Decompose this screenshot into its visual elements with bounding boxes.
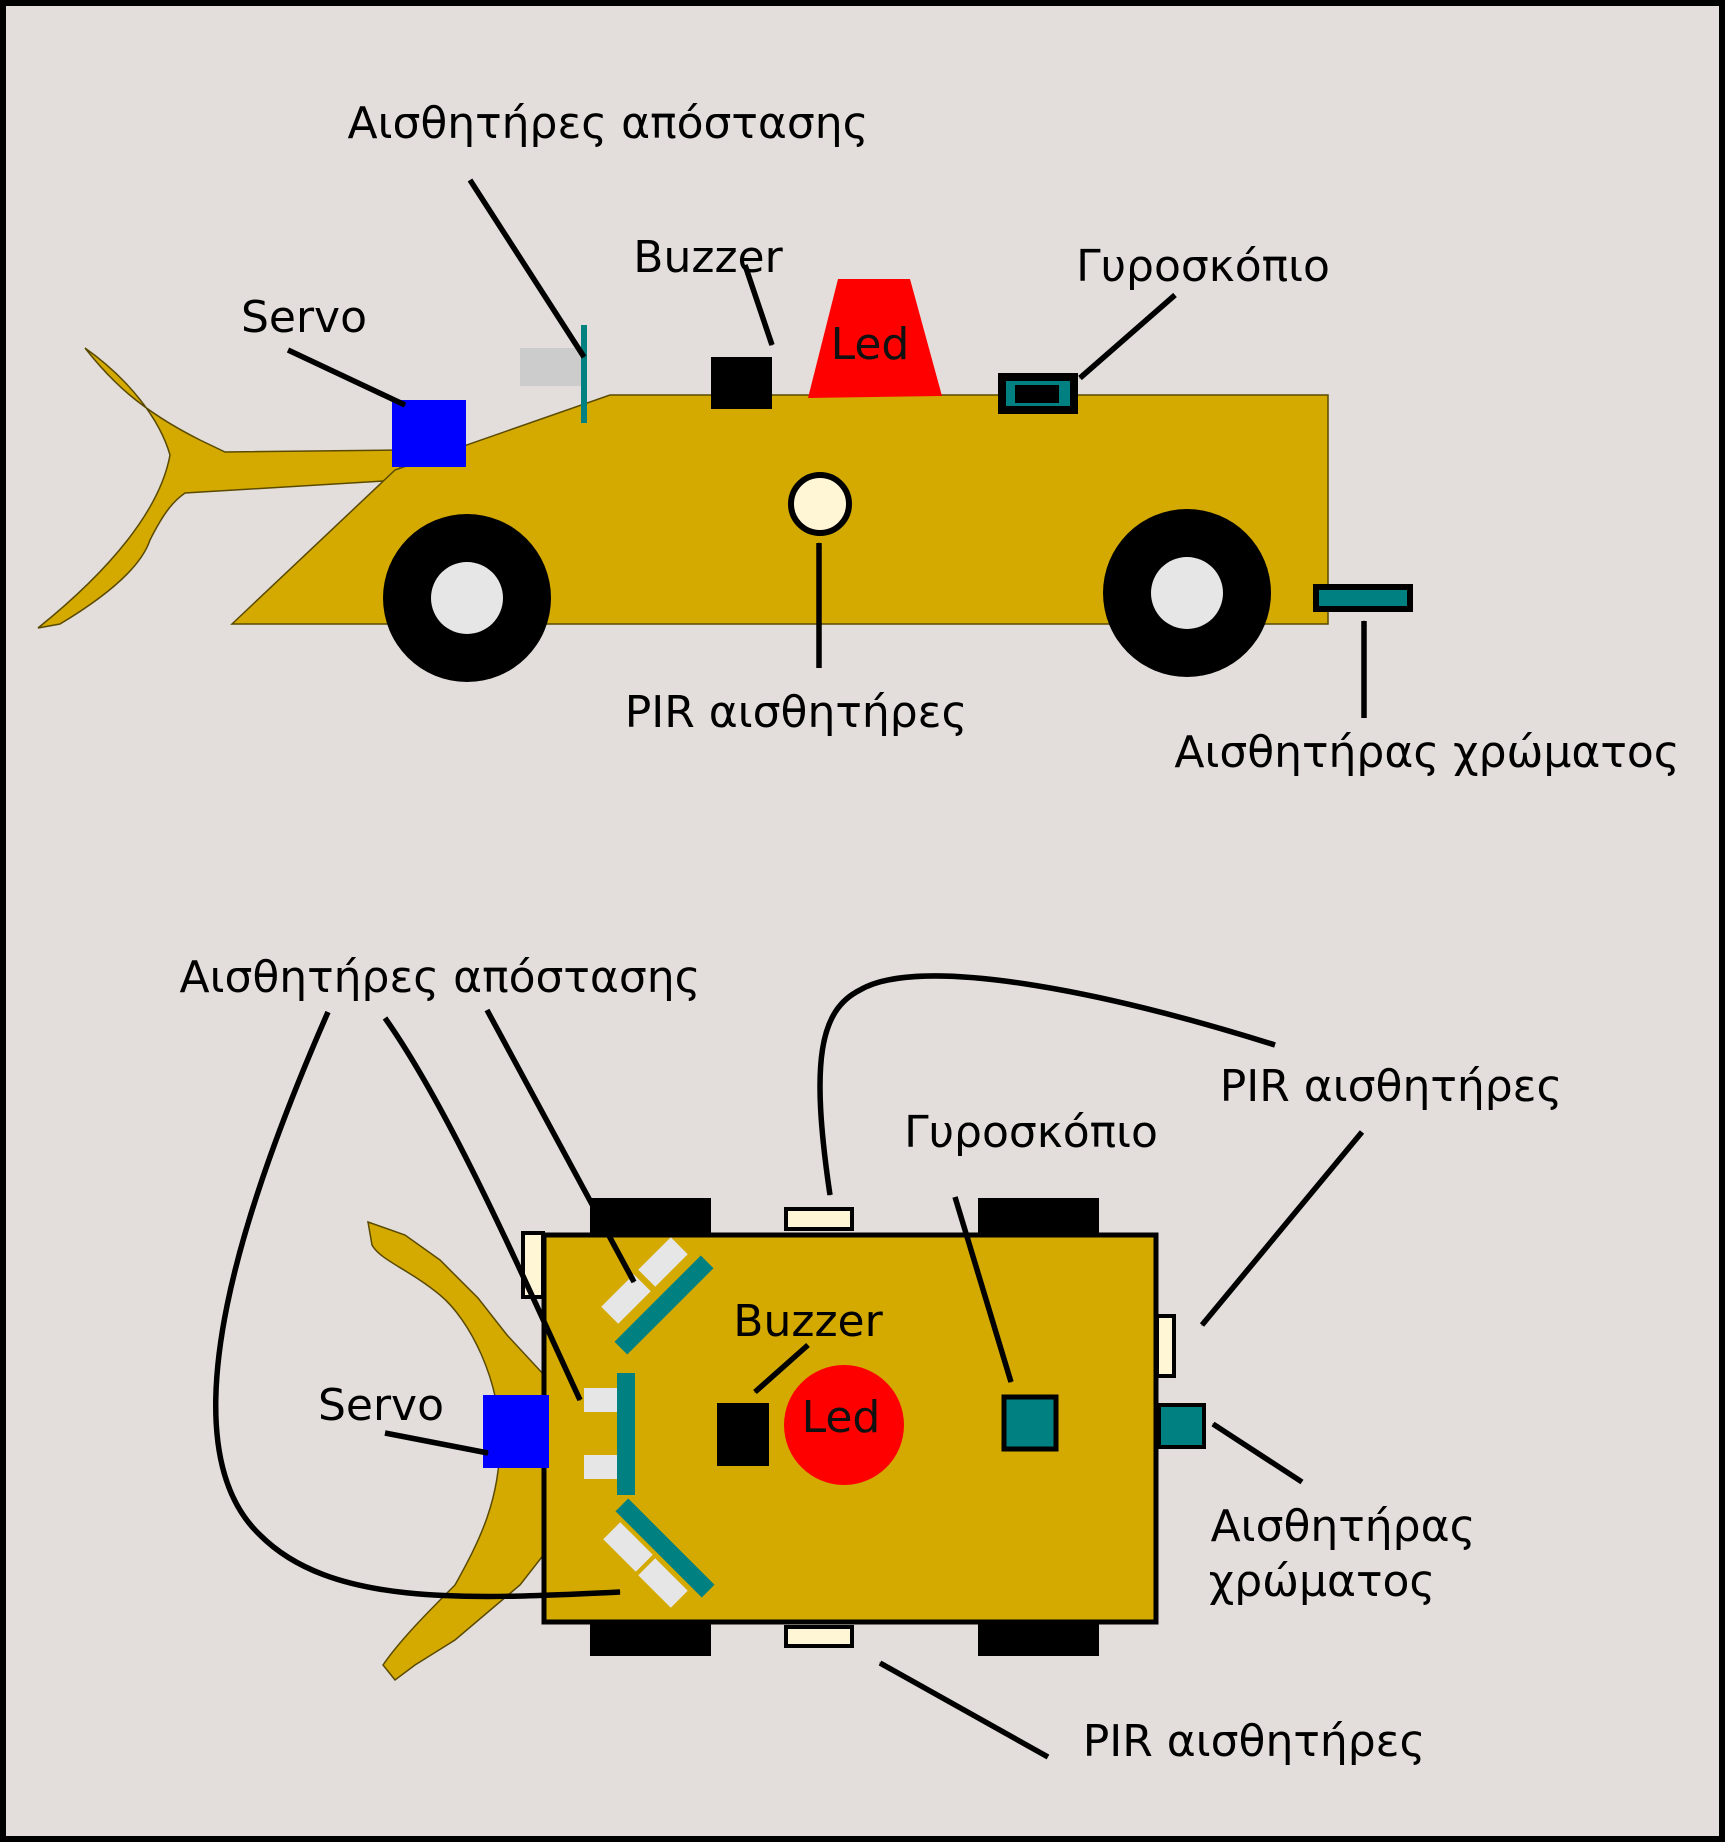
top-buzzer xyxy=(717,1403,769,1466)
side-led xyxy=(808,279,942,398)
top-pir-right-arrow xyxy=(1199,1130,1365,1327)
side-distance-sensor xyxy=(581,325,587,423)
top-gyroscope-arrow xyxy=(952,1196,1014,1383)
top-distance-arrow-3 xyxy=(212,1010,621,1600)
top-led xyxy=(784,1365,904,1485)
top-distance-sensor-front xyxy=(584,1373,635,1495)
side-buzzer-arrow xyxy=(742,264,775,346)
top-distance-sensors-label: Αισθητήρες απόστασης xyxy=(180,952,701,1003)
top-distance-sensor-lower xyxy=(603,1498,715,1608)
top-pir-sensor-top xyxy=(784,1207,854,1231)
side-buzzer xyxy=(711,357,772,409)
top-distance-sensor-upper xyxy=(601,1237,714,1355)
top-distance-arrow-2 xyxy=(382,1016,583,1402)
side-color-sensor-label: Αισθητήρας χρώματος xyxy=(1174,727,1679,778)
top-gyroscope xyxy=(1001,1394,1059,1452)
side-distance-sensor-plate xyxy=(520,348,582,386)
side-distance-sensors-label: Αισθητήρες απόστασης xyxy=(348,98,869,149)
top-plow xyxy=(367,1220,546,1682)
top-pir-sensor-right xyxy=(1155,1314,1176,1378)
top-view: Led Αισθητήρες απόστασης PIR αισθητήρες … xyxy=(180,952,1563,1767)
side-gyroscope-label: Γυροσκόπιο xyxy=(1076,241,1330,292)
side-gyroscope-arrow xyxy=(1078,292,1177,381)
top-led-label: Led xyxy=(802,1392,881,1443)
side-pir-label: PIR αισθητήρες xyxy=(625,687,968,738)
side-distance-arrow xyxy=(467,178,587,359)
top-servo-arrow xyxy=(384,1430,489,1456)
top-color-sensor-label-line2: χρώματος xyxy=(1209,1556,1435,1607)
top-wheel-front-left xyxy=(590,1198,711,1234)
side-servo-arrow xyxy=(286,347,407,408)
top-servo xyxy=(483,1395,549,1468)
top-color-sensor-label-line1: Αισθητήρας xyxy=(1211,1501,1476,1552)
top-wheel-rear-left xyxy=(978,1198,1099,1234)
top-gyroscope-label: Γυροσκόπιο xyxy=(904,1107,1158,1158)
top-pir-sensor-bottom xyxy=(784,1625,854,1648)
top-buzzer-arrow xyxy=(753,1342,810,1395)
top-pir-bottom-arrow xyxy=(878,1660,1050,1760)
top-pir-bottom-label: PIR αισθητήρες xyxy=(1083,1716,1426,1767)
side-pir-sensor xyxy=(788,472,852,536)
side-plow xyxy=(37,347,401,629)
side-view: Led Αισθητήρες απόστασης Buzzer Γυροσκόπ… xyxy=(37,98,1680,778)
top-servo-label: Servo xyxy=(318,1380,444,1431)
top-color-sensor xyxy=(1157,1403,1206,1449)
top-color-sensor-arrow xyxy=(1211,1421,1304,1485)
side-led-label: Led xyxy=(831,319,910,370)
top-buzzer-label: Buzzer xyxy=(733,1296,883,1347)
side-servo-label: Servo xyxy=(241,292,367,343)
side-wheel-front xyxy=(383,514,551,682)
side-buzzer-label: Buzzer xyxy=(633,232,783,283)
side-servo xyxy=(392,400,466,467)
top-pir-right-label: PIR αισθητήρες xyxy=(1220,1061,1563,1112)
side-wheel-rear xyxy=(1103,509,1271,677)
top-pir-curve-arrow xyxy=(817,973,1276,1196)
top-distance-arrow-1 xyxy=(484,1008,637,1284)
